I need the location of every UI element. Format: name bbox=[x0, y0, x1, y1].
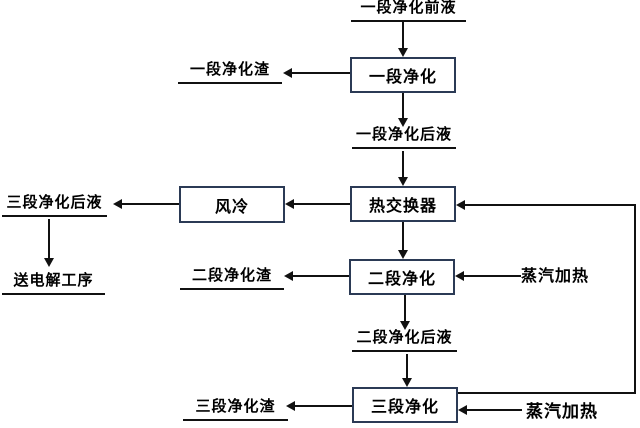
node-stage2-label: 二段净化 bbox=[367, 269, 436, 288]
arrowhead-stage3-out-to-electrolysis bbox=[44, 258, 54, 267]
node-air-cooling-label: 风冷 bbox=[214, 196, 249, 216]
label-stage2-residue-text: 二段净化渣 bbox=[191, 266, 272, 284]
label-stage1-out: 一段净化后液 bbox=[352, 125, 456, 149]
arrowhead-stage3-to-residue bbox=[286, 401, 295, 411]
connector-heat-exchanger-to-stage2 bbox=[402, 222, 404, 251]
connector-stage2-to-out bbox=[404, 295, 406, 322]
label-stage3-residue: 三段净化渣 bbox=[183, 397, 288, 421]
label-to-electrolysis-text: 送电解工序 bbox=[13, 271, 94, 289]
node-stage3-label: 三段净化 bbox=[370, 397, 439, 416]
arrowhead-recycle-to-heat-exchanger bbox=[456, 200, 465, 210]
arrowhead-stage1-to-out bbox=[398, 118, 408, 127]
label-steam-heating-upper-text: 蒸汽加热 bbox=[521, 266, 590, 285]
arrowhead-feed-to-stage1 bbox=[398, 48, 408, 57]
label-to-electrolysis: 送电解工序 bbox=[2, 271, 105, 295]
label-steam-heating-lower: 蒸汽加热 bbox=[523, 400, 601, 422]
node-stage3-purification: 三段净化 bbox=[352, 387, 458, 423]
connector-stage3-to-residue bbox=[294, 405, 352, 407]
arrowhead-stage1-to-residue bbox=[283, 68, 292, 78]
connector-steam-to-stage2 bbox=[463, 275, 521, 277]
connector-air-cooling-to-stage3-out bbox=[121, 203, 179, 205]
connector-recycle-bottom bbox=[458, 392, 636, 394]
label-steam-heating-lower-text: 蒸汽加热 bbox=[526, 402, 598, 422]
label-stage3-residue-text: 三段净化渣 bbox=[195, 397, 276, 415]
connector-stage2-to-residue bbox=[292, 275, 349, 277]
label-stage1-residue: 一段净化渣 bbox=[178, 60, 282, 84]
connector-feed-to-stage1 bbox=[402, 22, 404, 49]
label-stage1-feed: 一段净化前液 bbox=[351, 0, 466, 22]
label-stage3-out-text: 三段净化后液 bbox=[6, 193, 103, 211]
arrowhead-steam-to-stage2 bbox=[455, 271, 464, 281]
label-steam-heating-upper: 蒸汽加热 bbox=[521, 266, 589, 286]
connector-heat-exchanger-to-air-cooling bbox=[293, 203, 350, 205]
label-stage1-out-text: 一段净化后液 bbox=[355, 125, 452, 143]
arrowhead-stage2-to-out bbox=[400, 321, 410, 330]
arrowhead-out-to-stage3 bbox=[402, 378, 412, 387]
connector-stage1-to-residue bbox=[291, 72, 350, 74]
connector-stage1-to-out bbox=[402, 93, 404, 119]
node-stage1-label: 一段净化 bbox=[368, 67, 437, 86]
label-stage3-out: 三段净化后液 bbox=[2, 193, 107, 217]
arrowhead-stage2-to-residue bbox=[284, 271, 293, 281]
connector-recycle-top bbox=[465, 204, 636, 206]
label-stage1-feed-text: 一段净化前液 bbox=[360, 0, 457, 16]
arrowhead-out-to-heat-exchanger bbox=[398, 177, 408, 186]
label-stage2-out-text: 二段净化后液 bbox=[356, 328, 453, 346]
connector-out-to-stage3 bbox=[406, 354, 408, 379]
node-stage1-purification: 一段净化 bbox=[350, 57, 456, 93]
connector-stage3-out-to-electrolysis bbox=[48, 219, 50, 259]
node-heat-exchanger-label: 热交换器 bbox=[368, 196, 437, 215]
label-stage1-residue-text: 一段净化渣 bbox=[189, 60, 270, 78]
arrowhead-heat-exchanger-to-stage2 bbox=[398, 250, 408, 259]
node-air-cooling: 风冷 bbox=[179, 186, 285, 223]
arrowhead-air-cooling-to-stage3-out bbox=[113, 199, 122, 209]
node-stage2-purification: 二段净化 bbox=[349, 259, 455, 295]
label-stage2-out: 二段净化后液 bbox=[352, 328, 457, 352]
label-stage2-residue: 二段净化渣 bbox=[180, 266, 284, 290]
arrowhead-heat-exchanger-to-air-cooling bbox=[285, 199, 294, 209]
connector-recycle-right bbox=[634, 204, 636, 394]
connector-steam-to-stage3 bbox=[466, 409, 522, 411]
node-heat-exchanger: 热交换器 bbox=[350, 186, 456, 222]
connector-out-to-heat-exchanger bbox=[402, 151, 404, 178]
arrowhead-steam-to-stage3 bbox=[458, 405, 467, 415]
